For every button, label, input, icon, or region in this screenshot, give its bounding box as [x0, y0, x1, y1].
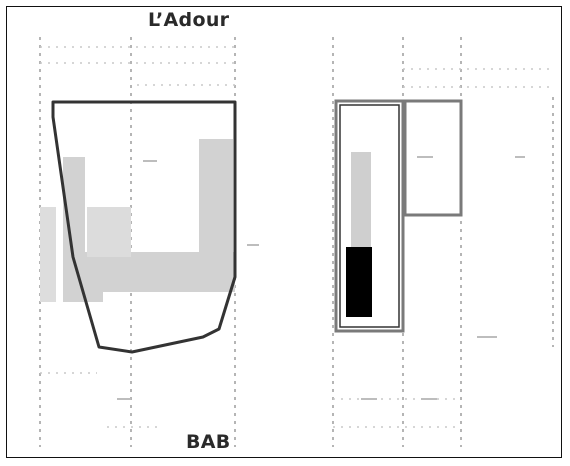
- gridlines-horizontal: [40, 46, 553, 428]
- right-upper-block-outline: [403, 99, 463, 217]
- zone-right-column: [199, 139, 233, 289]
- right-zone-black-block: [346, 247, 372, 317]
- zone-left-margin: [40, 207, 56, 302]
- left-site-zones: [40, 139, 235, 302]
- map-label-bab: BAB: [183, 431, 234, 453]
- site-plan: [39, 37, 554, 447]
- zone-inner-block: [87, 207, 131, 257]
- right-site-outline: [334, 99, 405, 333]
- left-site-outline: [51, 100, 237, 354]
- map-label-river: L’Adour: [145, 9, 233, 31]
- right-site: [334, 99, 463, 333]
- right-zone-gray-strip: [351, 152, 371, 252]
- gridlines-vertical: [39, 37, 554, 447]
- map-frame: L’Adour BAB: [6, 6, 562, 458]
- minor-marks: [117, 156, 525, 400]
- right-site-inner-outline: [339, 104, 400, 328]
